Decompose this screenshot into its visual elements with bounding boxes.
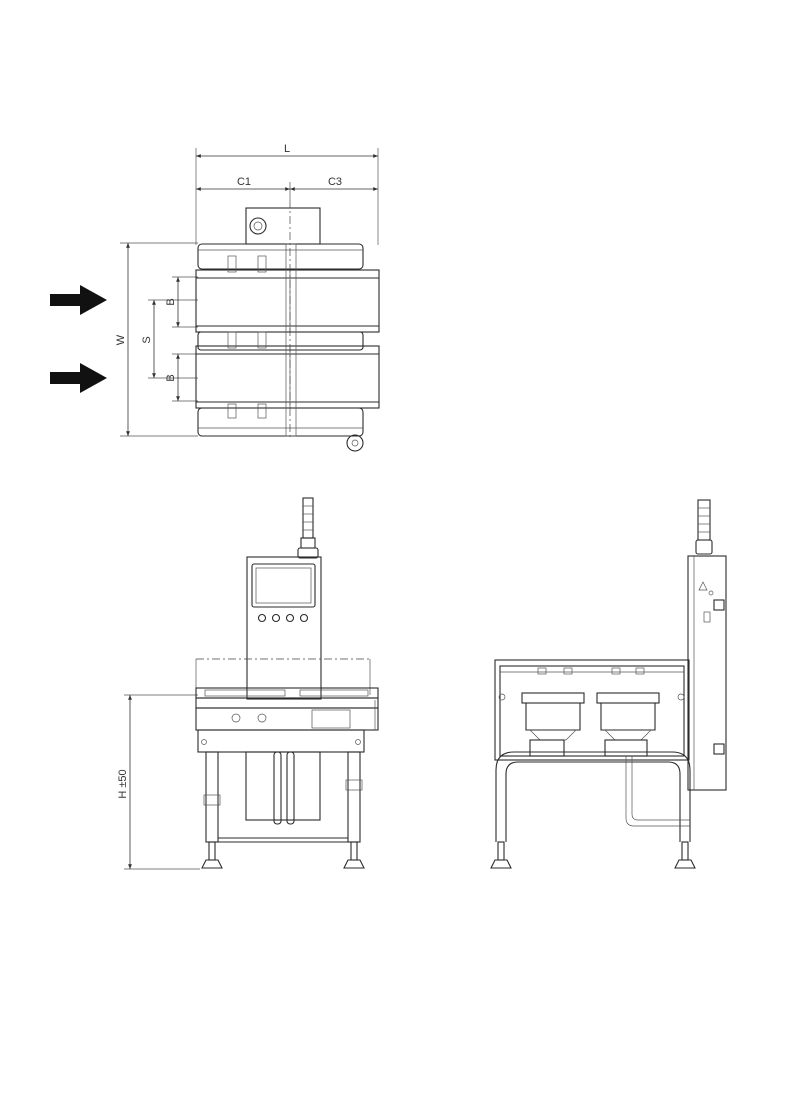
side-view xyxy=(490,499,727,869)
dimension-height: H ±50 xyxy=(117,694,200,870)
side-cabinet xyxy=(687,555,727,791)
top-view: L C1 C3 W S B xyxy=(50,143,380,452)
dimension-belt-lower-label: B xyxy=(165,374,177,381)
dimension-belt-upper-label: B xyxy=(165,298,177,305)
dimension-spacing-label: S xyxy=(141,336,153,343)
dimension-c1-c3: C1 C3 xyxy=(196,176,378,200)
dimension-belt-lower: B xyxy=(165,353,198,402)
front-frame xyxy=(197,729,365,869)
touch-screen xyxy=(251,563,316,608)
dimension-height-label: H ±50 xyxy=(117,769,129,798)
dimension-belt-upper: B xyxy=(165,276,198,328)
side-signal-tower xyxy=(695,499,713,555)
dimension-spacing: S xyxy=(141,299,198,379)
front-view: H ±50 xyxy=(117,497,379,870)
dimension-width: W xyxy=(115,242,198,437)
dimension-c1-label: C1 xyxy=(237,176,251,188)
dimension-length: L xyxy=(195,143,379,245)
dimension-width-label: W xyxy=(115,334,127,345)
conveyor-deck xyxy=(195,687,379,731)
side-housing xyxy=(494,659,690,761)
side-frame xyxy=(490,751,696,869)
top-view-machine xyxy=(195,200,380,452)
flow-arrow-right-icon xyxy=(50,285,107,315)
dimension-length-label: L xyxy=(284,143,290,155)
control-panel xyxy=(246,556,322,700)
dimension-c3-label: C3 xyxy=(328,176,342,188)
flow-arrow-right-icon xyxy=(50,363,107,393)
signal-tower xyxy=(297,497,319,559)
